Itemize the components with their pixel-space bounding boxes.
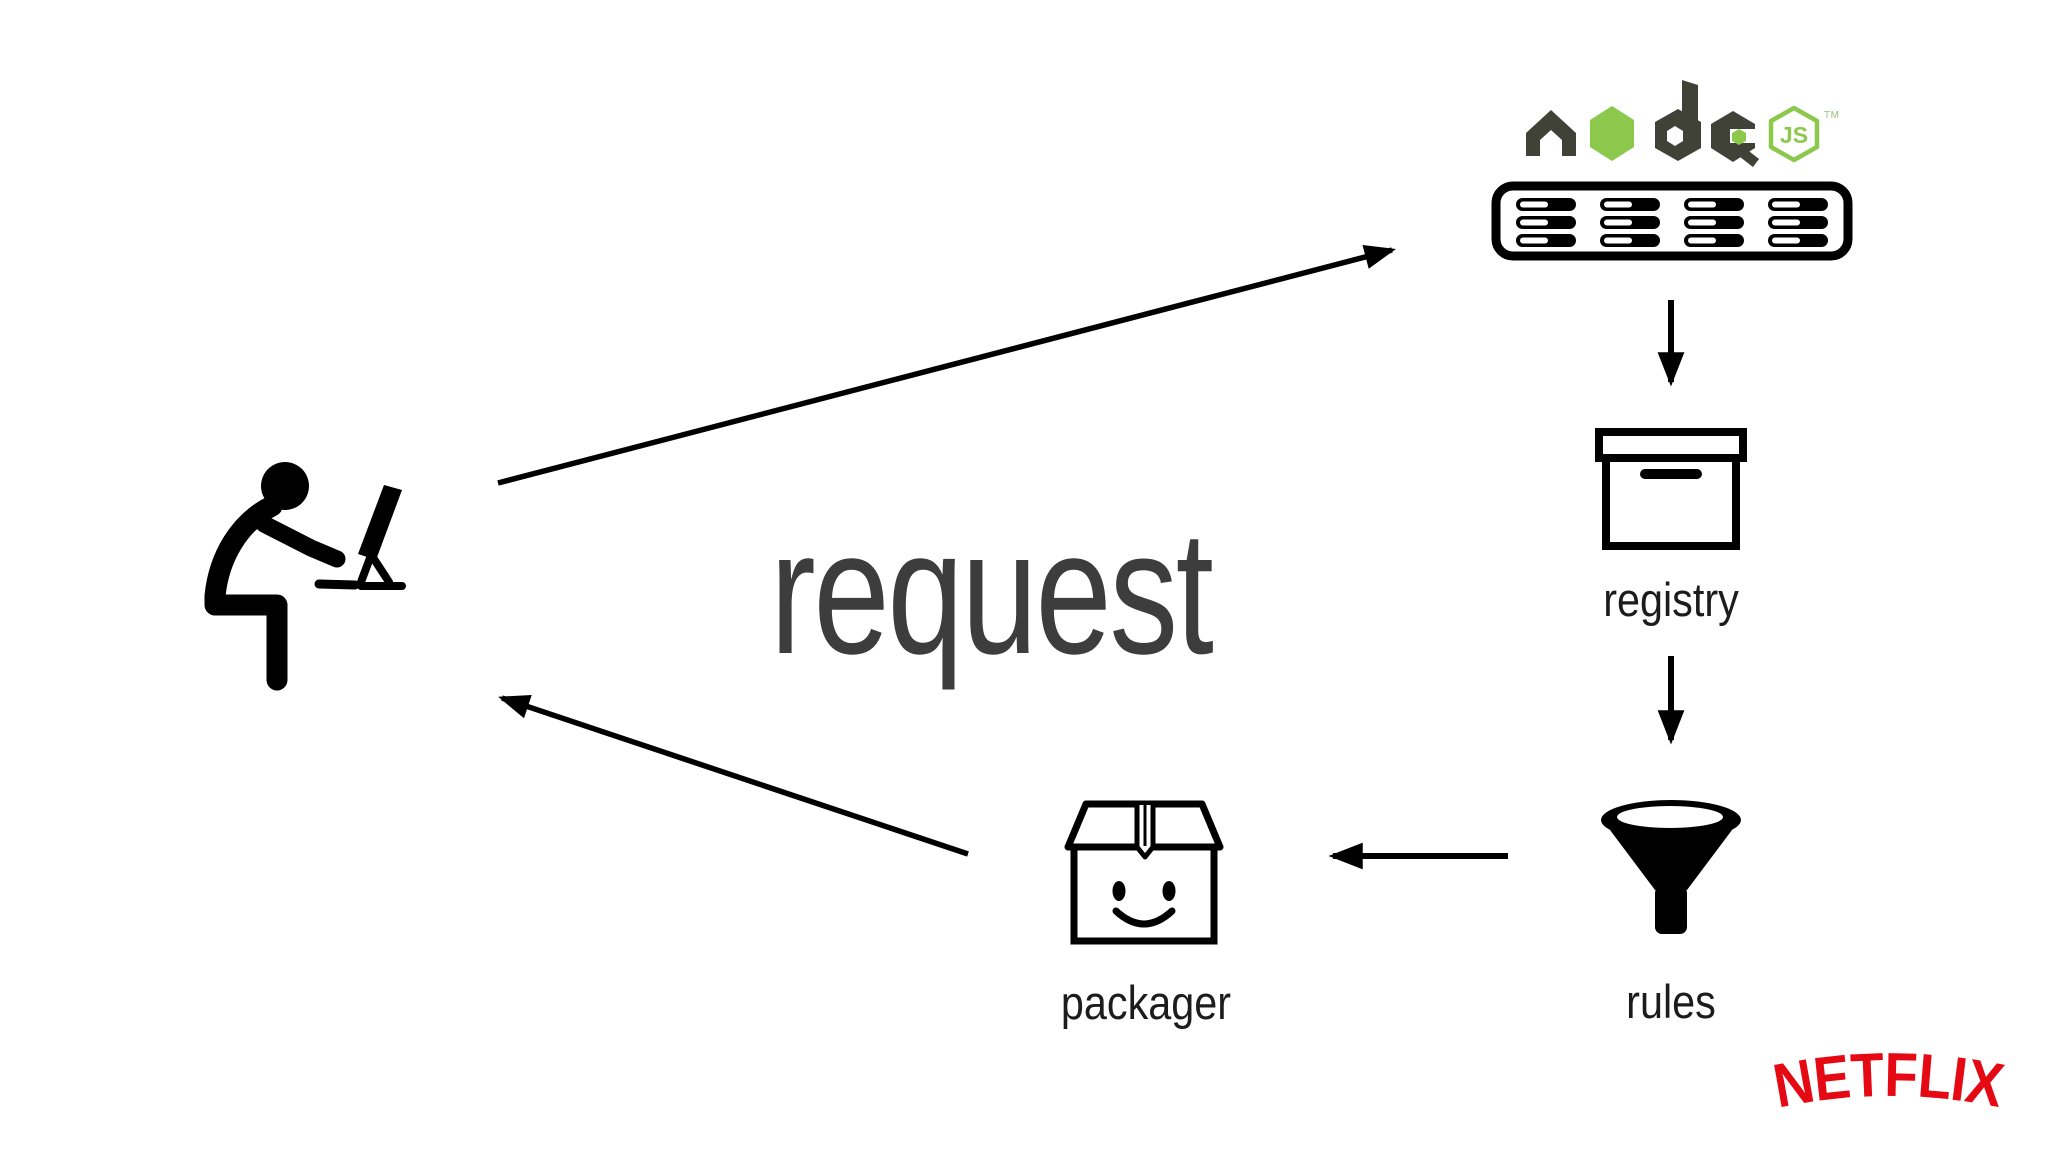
nodejs-wordmark (1526, 80, 1760, 167)
funnel-stem (1655, 886, 1687, 934)
svg-text:NETFLIX: NETFLIX (1770, 1041, 2008, 1122)
archive-box-icon (1595, 428, 1747, 550)
nodejs-logo: JS TM (1526, 80, 1839, 167)
edge-packager-to-developer-arrow (498, 695, 969, 857)
js-badge-text: JS (1780, 122, 1808, 148)
nodejs-js-badge: JS TM (1768, 105, 1839, 163)
smiley-box-icon (1064, 800, 1224, 945)
node-letter-o-hexagon (1590, 106, 1634, 161)
smiley-mouth (1112, 907, 1176, 928)
server-icon (1491, 181, 1853, 261)
packager-label: packager (1060, 976, 1232, 1029)
funnel-icon (1601, 800, 1741, 934)
node-letter-e-dot (1732, 129, 1746, 145)
netflix-logo: NETFLIX (1770, 1041, 2009, 1122)
node-letter-d-hole (1667, 126, 1683, 146)
monitor-screen (358, 485, 402, 560)
smiley-right-eye (1162, 881, 1176, 901)
node-letter-n (1526, 110, 1576, 156)
person-body (204, 495, 288, 691)
funnel-opening (1617, 806, 1723, 828)
rules-label: rules (1626, 975, 1716, 1028)
person-at-computer-icon (204, 462, 406, 691)
request-label: request (770, 495, 1214, 691)
server-chassis (1491, 181, 1853, 261)
funnel-cone (1610, 830, 1732, 890)
registry-label: registry (1603, 573, 1739, 626)
monitor-stand (357, 554, 393, 586)
js-hexagon-outline (1768, 105, 1820, 163)
netflix-wordmark-text: NETFLIX (1770, 1041, 2009, 1122)
server-vents (1516, 198, 1828, 247)
edge-request-arrow (497, 245, 1396, 486)
keyboard-dash (314, 579, 360, 590)
node-letter-e-tail (1734, 145, 1760, 167)
trademark-text: TM (1824, 110, 1839, 121)
person-arm (255, 515, 346, 568)
box-body (1070, 843, 1218, 945)
smiley-left-eye (1112, 881, 1126, 901)
